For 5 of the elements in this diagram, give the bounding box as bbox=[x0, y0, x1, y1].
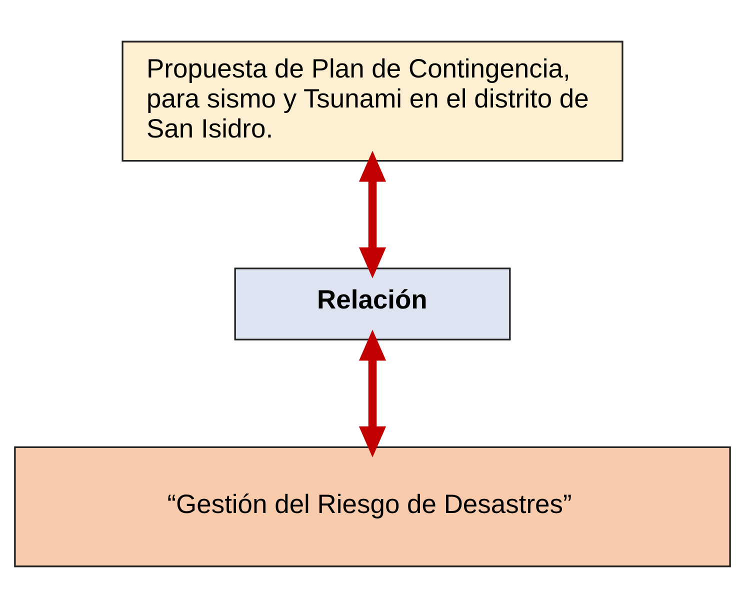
arrow bbox=[358, 330, 386, 458]
node-box: “Gestión del Riesgo de Desastres” bbox=[14, 446, 731, 568]
arrow bbox=[358, 150, 386, 278]
node-box: Propuesta de Plan de Contingencia, para sismo y Tsunami en el distrito de San Isidro. bbox=[122, 40, 624, 162]
node-box: Relación bbox=[234, 268, 511, 340]
